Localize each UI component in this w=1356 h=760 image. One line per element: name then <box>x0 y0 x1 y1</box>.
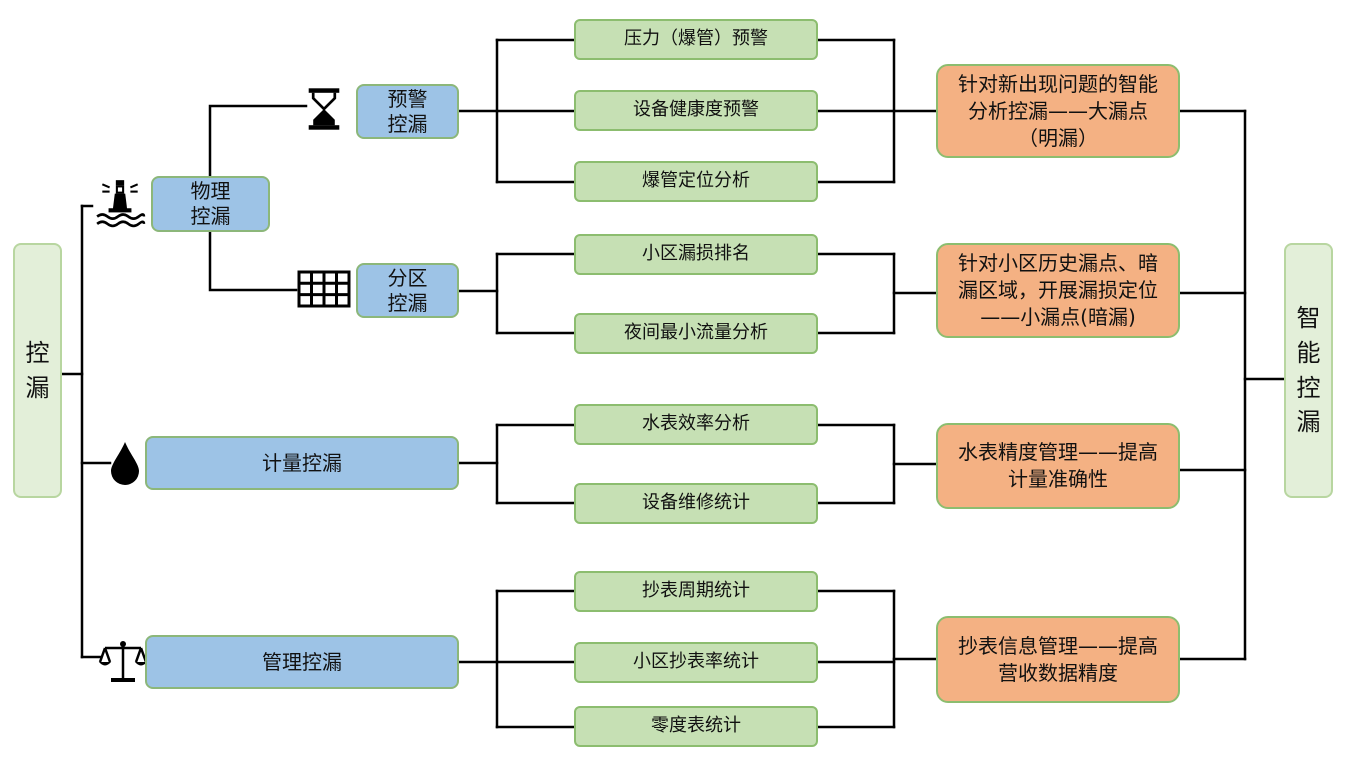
grid-icon <box>297 270 351 308</box>
task-pressure-warning-label: 压力（爆管）预警 <box>624 28 768 50</box>
scale-icon <box>98 641 148 682</box>
outcome-meter-accuracy: 水表精度管理——提高计量准确性 <box>936 423 1180 509</box>
outcome-small-leak: 针对小区历史漏点、暗漏区域，开展漏损定位——小漏点(暗漏) <box>936 243 1180 338</box>
task-reading-cycle-label: 抄表周期统计 <box>642 580 750 602</box>
goal-node: 智能控漏 <box>1284 243 1333 498</box>
task-reading-cycle: 抄表周期统计 <box>574 571 818 612</box>
lighthouse-icon <box>96 180 146 228</box>
task-zero-reading: 零度表统计 <box>574 706 818 747</box>
metering-node: 计量控漏 <box>145 436 459 490</box>
task-pressure-warning: 压力（爆管）预警 <box>574 19 818 60</box>
task-district-ranking: 小区漏损排名 <box>574 234 818 275</box>
task-district-ranking-label: 小区漏损排名 <box>642 243 750 265</box>
task-district-reading-rate: 小区抄表率统计 <box>574 642 818 683</box>
outcome-big-leak: 针对新出现问题的智能分析控漏——大漏点（明漏） <box>936 64 1180 158</box>
task-burst-location: 爆管定位分析 <box>574 161 818 202</box>
early-warning-label: 预警控漏 <box>387 86 428 136</box>
goal-label: 智能控漏 <box>1296 303 1321 437</box>
task-zero-reading-label: 零度表统计 <box>651 715 741 737</box>
zoning-node: 分区控漏 <box>356 263 459 318</box>
outcome-small-leak-label: 针对小区历史漏点、暗漏区域，开展漏损定位——小漏点(暗漏) <box>958 251 1158 329</box>
root-node: 控漏 <box>13 243 62 498</box>
outcome-big-leak-label: 针对新出现问题的智能分析控漏——大漏点（明漏） <box>958 71 1158 150</box>
physical-leak-control-label: 物理控漏 <box>190 179 231 228</box>
management-node: 管理控漏 <box>145 635 459 689</box>
task-meter-efficiency: 水表效率分析 <box>574 404 818 445</box>
physical-leak-control-node: 物理控漏 <box>151 176 270 232</box>
task-equipment-repair-label: 设备维修统计 <box>642 492 750 514</box>
task-district-reading-rate-label: 小区抄表率统计 <box>633 651 759 673</box>
management-label: 管理控漏 <box>262 649 342 674</box>
task-burst-location-label: 爆管定位分析 <box>642 170 750 192</box>
outcome-reading-management: 抄表信息管理——提高营收数据精度 <box>936 616 1180 703</box>
task-night-flow-label: 夜间最小流量分析 <box>624 322 768 344</box>
water-drop-icon <box>111 442 139 485</box>
outcome-reading-management-label: 抄表信息管理——提高营收数据精度 <box>958 633 1158 685</box>
zoning-label: 分区控漏 <box>387 265 428 315</box>
task-equipment-health-label: 设备健康度预警 <box>633 99 759 121</box>
metering-label: 计量控漏 <box>262 450 342 475</box>
task-night-flow: 夜间最小流量分析 <box>574 313 818 354</box>
early-warning-node: 预警控漏 <box>356 84 459 139</box>
task-equipment-health: 设备健康度预警 <box>574 90 818 131</box>
task-equipment-repair: 设备维修统计 <box>574 483 818 524</box>
outcome-meter-accuracy-label: 水表精度管理——提高计量准确性 <box>958 440 1158 491</box>
root-label: 控漏 <box>25 338 50 402</box>
hourglass-icon <box>308 88 340 130</box>
task-meter-efficiency-label: 水表效率分析 <box>642 413 750 435</box>
